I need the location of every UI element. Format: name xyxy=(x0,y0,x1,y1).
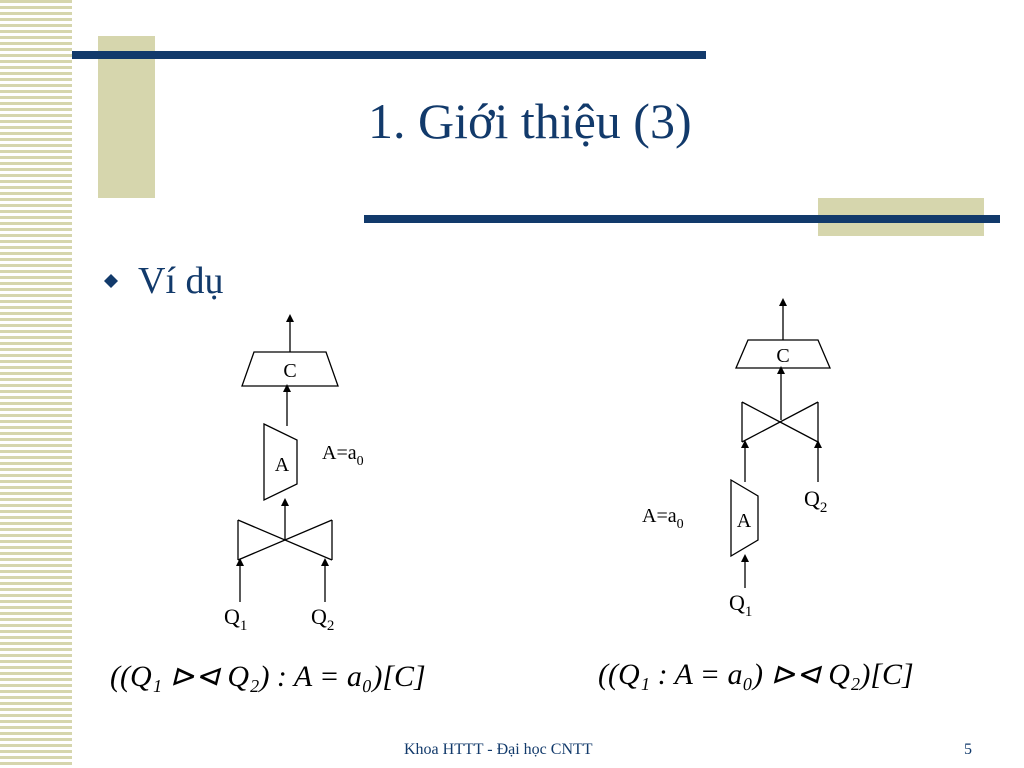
left-selection-node xyxy=(263,422,298,502)
left-input-q1-label: Q1 xyxy=(224,604,247,634)
right-selection-node xyxy=(730,478,759,558)
left-condition-label: A=a0 xyxy=(322,442,364,469)
right-expression: ((Q₁ : A = a₀) ⊳⊲ Q₂)[C] xyxy=(598,658,914,691)
right-input-q2-label: Q2 xyxy=(804,486,827,516)
diamond-bullet-icon xyxy=(104,274,118,288)
right-query-tree: C Q2 A A=a0 Q1 xyxy=(642,298,831,620)
left-projection-label: C xyxy=(283,360,296,382)
left-join-node xyxy=(237,519,333,561)
right-join-node xyxy=(741,401,819,443)
right-condition-label: A=a0 xyxy=(642,505,684,532)
right-selection-label: A xyxy=(737,510,752,532)
left-projection-node xyxy=(241,351,339,387)
bullet-text: Ví dụ xyxy=(138,260,224,302)
slide-title: 1. Giới thiệu (3) xyxy=(368,93,692,149)
left-input-q2-label: Q2 xyxy=(311,604,334,634)
title-rule-top xyxy=(72,51,706,59)
decorative-block-top xyxy=(98,36,155,198)
left-expression: ((Q₁ ⊳⊲ Q₂) : A = a₀)[C] xyxy=(110,660,426,693)
left-query-tree: C A A=a0 Q1 Q2 xyxy=(224,314,364,634)
right-projection-node xyxy=(735,339,831,369)
footer-text: Khoa HTTT - Đại học CNTT xyxy=(404,741,593,758)
left-selection-label: A xyxy=(275,454,290,476)
decorative-stripes xyxy=(0,0,72,768)
title-rule-bottom xyxy=(364,215,1000,223)
page-number: 5 xyxy=(964,741,972,758)
right-input-q1-label: Q1 xyxy=(729,590,752,620)
right-projection-label: C xyxy=(776,345,789,367)
bullet-item: Ví dụ xyxy=(104,262,224,300)
